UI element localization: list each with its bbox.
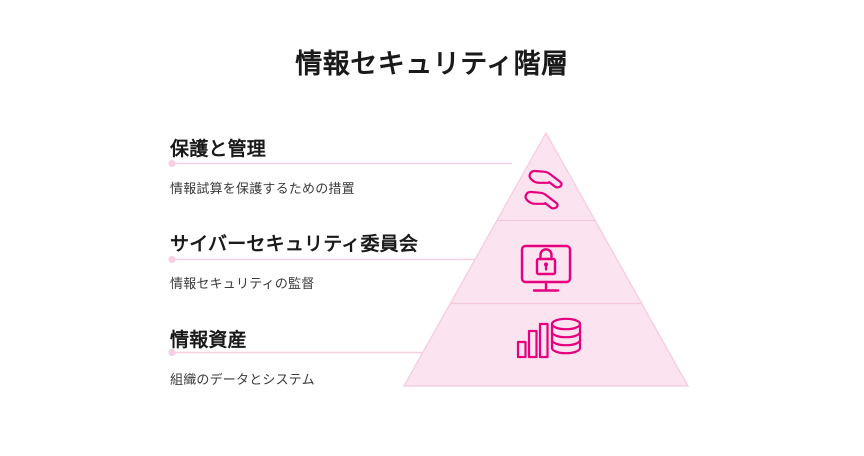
bar-chart-database-icon [516, 317, 582, 359]
tier-subtitle-3: 組織のデータとシステム [170, 372, 315, 387]
monitor-lock-icon [520, 244, 572, 292]
tier-heading-3: 情報資産 [170, 330, 247, 351]
helping-hands-icon [524, 169, 563, 210]
tier-heading-2: サイバーセキュリティ委員会 [170, 234, 419, 255]
tier-heading-1: 保護と管理 [170, 139, 267, 160]
pyramid-body [402, 131, 690, 387]
page-title: 情報セキュリティ階層 [295, 49, 569, 79]
tier-subtitle-1: 情報試算を保護するための措置 [170, 181, 355, 196]
connector-line-tier-2 [168, 255, 478, 264]
tier-subtitle-2: 情報セキュリティの監督 [170, 276, 315, 291]
